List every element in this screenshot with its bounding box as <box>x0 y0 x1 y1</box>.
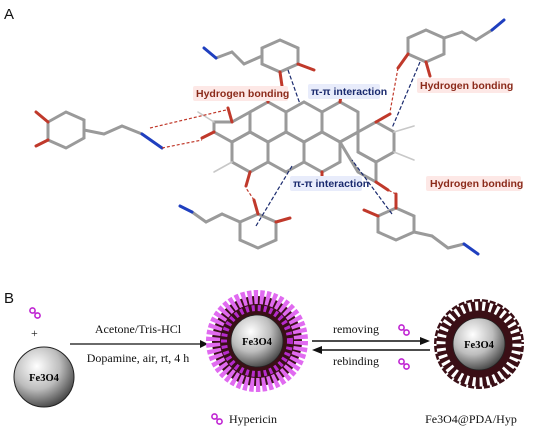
removing-label: removing <box>333 322 379 336</box>
dopamine-model-top-right <box>396 18 506 78</box>
reaction-arrow <box>70 340 208 348</box>
svg-text:Fe3O4: Fe3O4 <box>29 373 59 384</box>
plus-sign: + <box>31 326 38 340</box>
hypericin-icon-rebinding <box>398 358 410 370</box>
svg-text:Fe3O4: Fe3O4 <box>242 337 272 348</box>
hypericin-icon-removing <box>398 324 410 336</box>
fe3o4-pda-cavity-particle: Fe3O4 <box>433 298 525 390</box>
reaction-conditions-bottom: Dopamine, air, rt, 4 h <box>87 351 190 365</box>
hypericin-legend-icon <box>211 413 223 425</box>
removing-arrow <box>312 337 430 345</box>
svg-text:Hydrogen bonding: Hydrogen bonding <box>196 88 289 100</box>
hypericin-legend-label: Hypericin <box>229 412 277 426</box>
hydrogen-bonding-label-top-left: Hydrogen bonding <box>193 86 289 101</box>
svg-text:Hydrogen bonding: Hydrogen bonding <box>420 80 513 92</box>
hydrogen-bonding-label-bottom-right: Hydrogen bonding <box>426 176 523 191</box>
rebinding-label: rebinding <box>333 354 379 368</box>
svg-text:π-π interaction: π-π interaction <box>293 178 369 190</box>
dopamine-model-bottom-left <box>178 198 292 250</box>
pi-interaction-lines <box>255 61 421 227</box>
hypericin-core-model <box>197 88 415 192</box>
fe3o4-sphere-bare: Fe3O4 <box>13 346 75 408</box>
hydrogen-bonding-label-top-right: Hydrogen bonding <box>417 78 513 93</box>
product-label: Fe3O4@PDA/Hyp <box>425 412 517 426</box>
svg-text:π-π interaction: π-π interaction <box>311 86 387 98</box>
pi-interaction-label-top: π-π interaction <box>308 84 387 99</box>
reaction-conditions-top: Acetone/Tris-HCl <box>95 322 182 336</box>
panel-a-label: A <box>4 6 14 23</box>
pi-interaction-label-bottom: π-π interaction <box>290 176 369 191</box>
svg-text:Fe3O4: Fe3O4 <box>464 340 494 351</box>
dopamine-model-left <box>34 110 164 150</box>
fe3o4-pda-hyp-particle: Fe3O4 <box>206 290 308 392</box>
rebinding-arrow <box>312 346 430 354</box>
dopamine-model-bottom-right <box>362 192 480 256</box>
svg-text:Hydrogen bonding: Hydrogen bonding <box>430 178 523 190</box>
hypericin-icon-reactant <box>29 307 41 319</box>
dopamine-model-top-center <box>202 38 316 88</box>
panel-b-label: B <box>4 290 14 307</box>
